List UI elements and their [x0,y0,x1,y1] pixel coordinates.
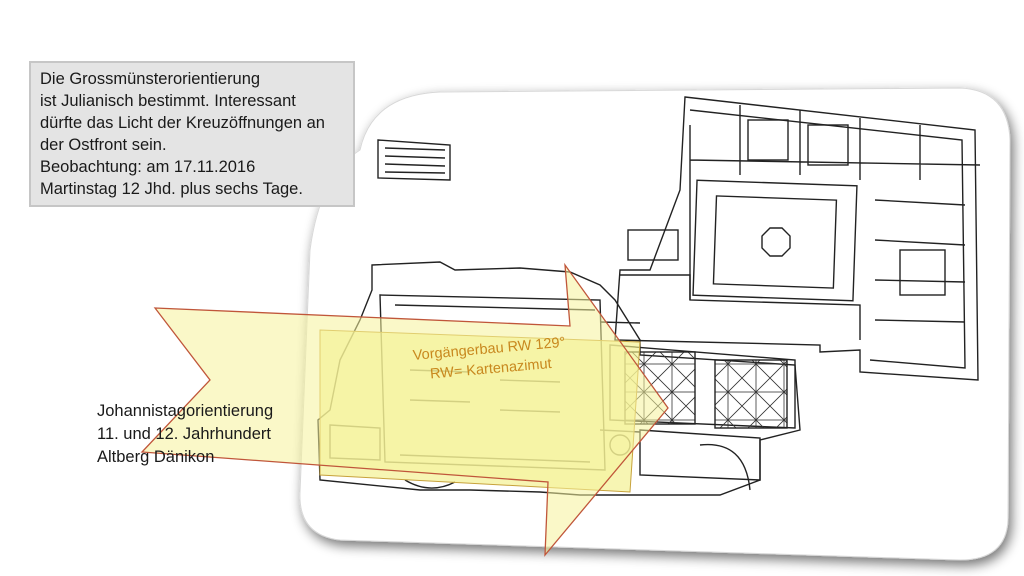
johannis-line: 11. und 12. Jahrhundert [97,425,271,443]
info-line: der Ostfront sein. [40,136,167,154]
info-line: dürfte das Licht der Kreuzöffnungen an [40,114,325,132]
info-line: Beobachtung: am 17.11.2016 [40,158,256,176]
info-line: Martinstag 12 Jhd. plus sechs Tage. [40,180,303,198]
orientation-arrow [140,262,669,557]
johannis-line: Altberg Dänikon [97,448,215,466]
johannis-line: Johannistagorientierung [97,402,274,420]
cloister-plan [377,96,981,381]
info-line: ist Julianisch bestimmt. Interessant [40,92,296,110]
johannis-label: Johannistagorientierung 11. und 12. Jahr… [97,400,273,469]
info-line: Die Grossmünsterorientierung [40,70,261,88]
orientation-info-box: Die Grossmünsterorientierung ist Juliani… [29,61,355,207]
